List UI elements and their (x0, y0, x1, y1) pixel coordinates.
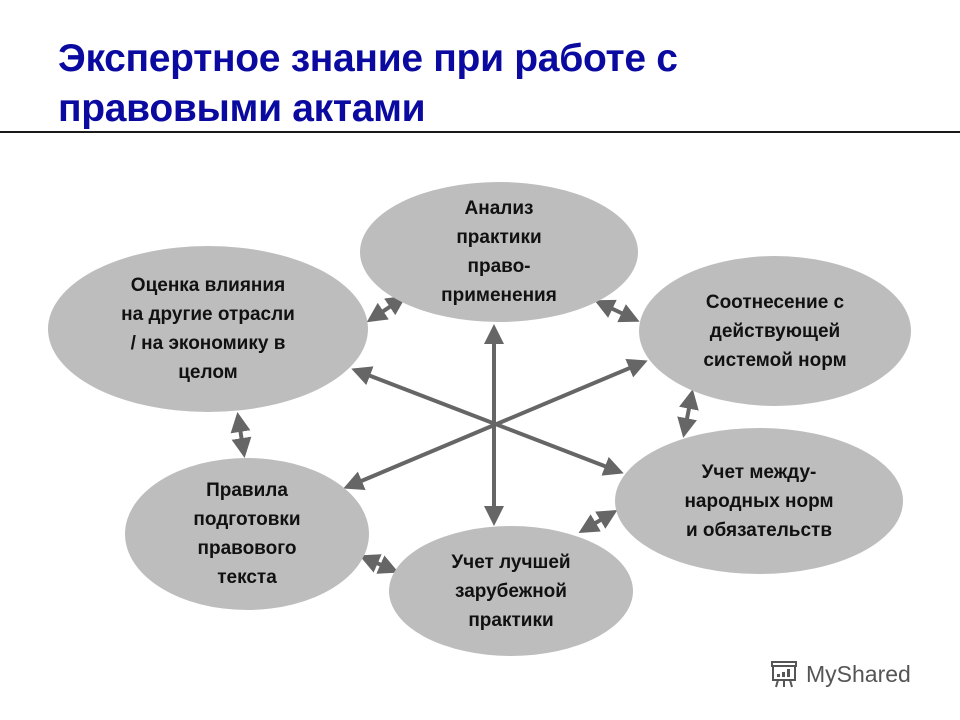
watermark: MyShared (768, 658, 911, 690)
arrow-international-foreign (578, 509, 618, 534)
node-rules: Правила подготовки правового текста (125, 458, 369, 610)
arrow-analysis-correlation (594, 299, 640, 323)
node-international: Учет между- народных норм и обязательств (615, 428, 903, 574)
arrow-impact-rules (230, 412, 252, 458)
title-divider (0, 131, 960, 133)
node-correlation: Соотнесение с действующей системой норм (639, 256, 911, 406)
slide-title: Экспертное знание при работе с правовыми… (58, 34, 918, 134)
title-line-1: Экспертное знание при работе с (58, 37, 678, 80)
watermark-text: MyShared (806, 660, 911, 687)
node-foreign: Учет лучшей зарубежной практики (389, 526, 633, 656)
arrow-impact-analysis (366, 295, 407, 323)
node-analysis: Анализ практики право- применения (360, 182, 638, 322)
arrow-correlation-international (677, 389, 699, 438)
presentation-board-icon (771, 661, 797, 688)
arrow-rules-foreign (359, 554, 399, 574)
node-impact: Оценка влияния на другие отрасли / на эк… (48, 246, 368, 412)
title-line-2: правовыми актами (58, 87, 426, 130)
arrow-diag-2 (343, 358, 648, 491)
arrow-diag-1 (351, 366, 624, 476)
